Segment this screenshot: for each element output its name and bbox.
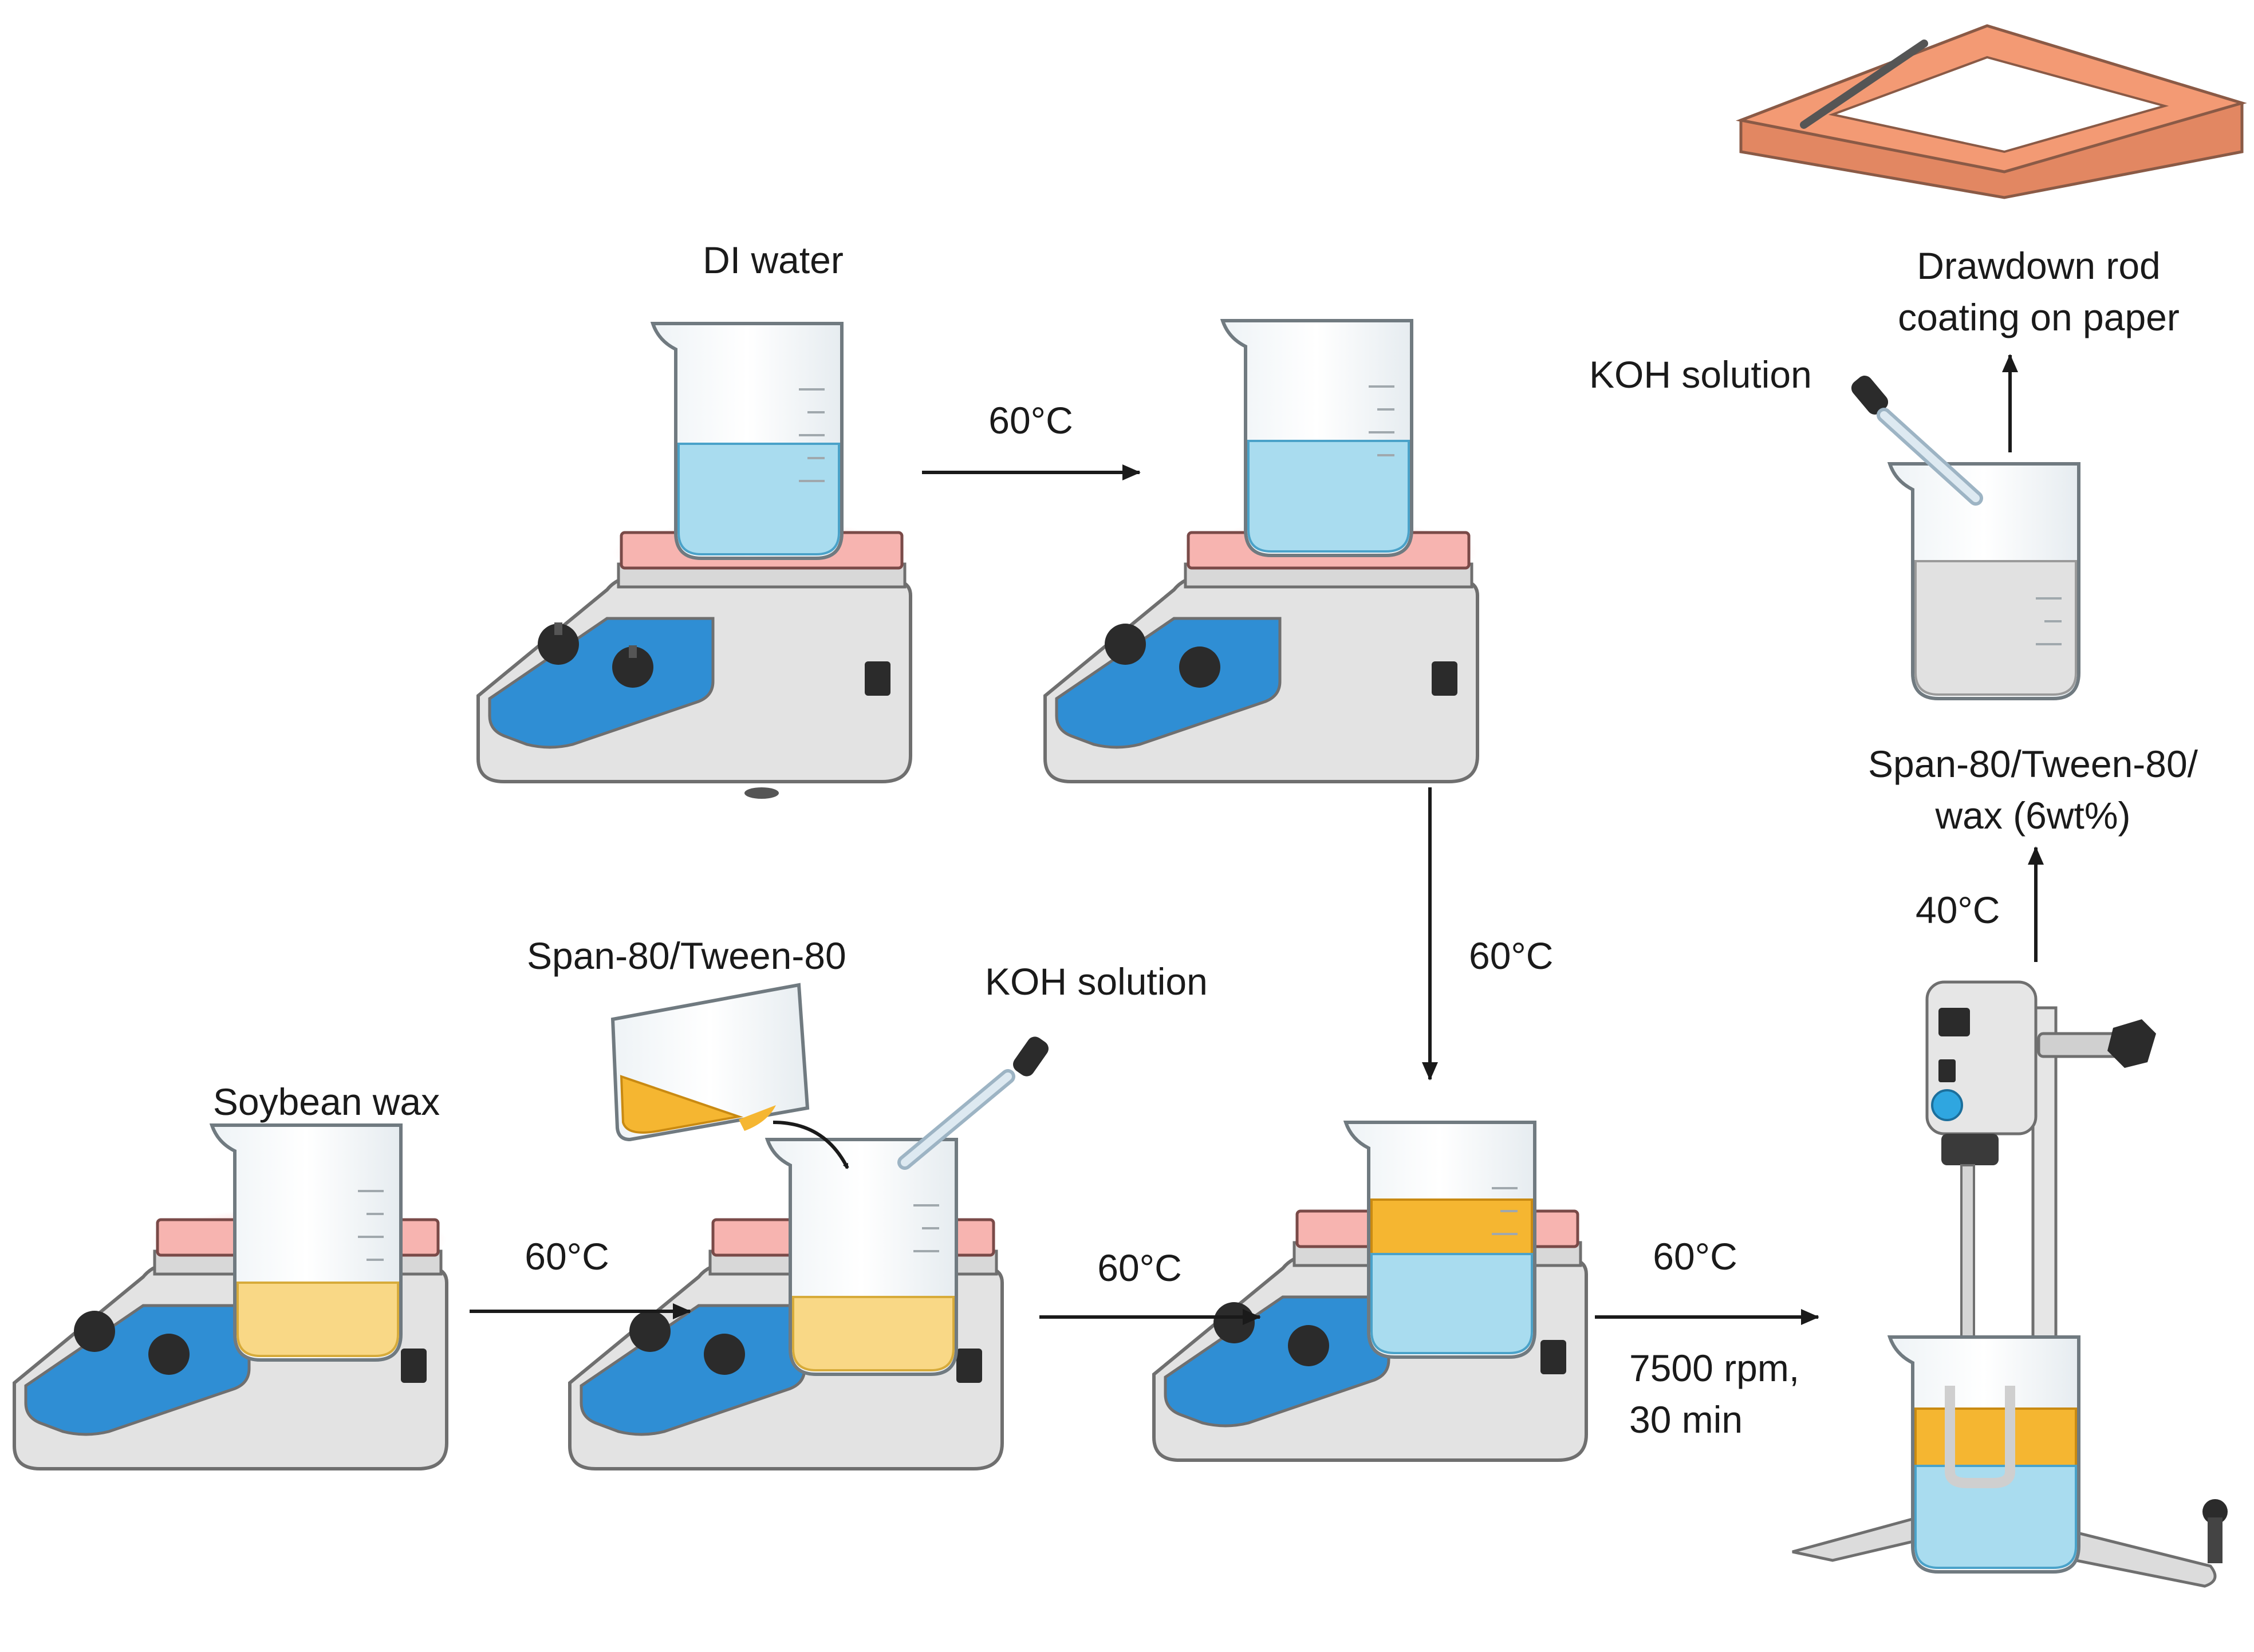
label-temp-arrow-1: 60°C — [988, 399, 1073, 441]
knob-icon — [1213, 1302, 1255, 1343]
power-switch-icon — [865, 661, 890, 696]
hotplate-1 — [476, 521, 912, 799]
label-koh-solution-top: KOH solution — [1589, 353, 1812, 396]
drawdown-rod — [1800, 40, 1928, 129]
knob-icon — [704, 1334, 745, 1375]
water-layer — [1370, 1253, 1533, 1354]
label-temp-arrow-up: 40°C — [1916, 889, 2000, 931]
speed-knob-icon — [1931, 1089, 1963, 1121]
pour-arrow — [773, 1121, 849, 1169]
label-soybean-wax: Soybean wax — [212, 1081, 440, 1123]
beaker-6 — [1887, 1335, 2080, 1574]
dropper-icon — [897, 1036, 1049, 1170]
hotplate-2 — [1043, 521, 1479, 783]
label-span-tween: Span-80/Tween-80 — [527, 935, 846, 977]
label-product-line2: wax (6wt%) — [1935, 794, 2131, 837]
knob-icon — [538, 622, 579, 665]
knob-icon — [1179, 646, 1220, 688]
label-product-line1: Span-80/Tween-80/ — [1867, 743, 2198, 785]
beaker-5 — [1343, 1121, 1536, 1359]
emulsion-liquid — [1914, 560, 2077, 696]
power-switch-icon — [956, 1349, 982, 1383]
control-panel — [488, 617, 715, 749]
power-switch-icon — [1432, 661, 1457, 696]
water-liquid — [677, 443, 840, 555]
label-temp-arrow-3: 60°C — [1097, 1247, 1182, 1289]
beaker-2 — [1220, 319, 1413, 557]
knob-icon — [74, 1311, 115, 1352]
surfactant-layer — [1370, 1198, 1533, 1255]
label-time: 30 min — [1629, 1398, 1743, 1441]
beaker-final — [1887, 462, 2080, 700]
drawdown-paper-frame — [1735, 24, 2247, 199]
label-drawdown-line2: coating on paper — [1898, 296, 2180, 338]
wax-liquid — [237, 1282, 399, 1357]
power-switch-icon — [1540, 1340, 1566, 1374]
power-switch-icon — [401, 1349, 427, 1383]
label-speed: 7500 rpm, — [1629, 1347, 1800, 1389]
dropper-icon — [1851, 376, 1983, 506]
paper-sheet — [1828, 56, 2169, 153]
label-di-water: DI water — [703, 239, 844, 281]
label-temp-arrow-4: 60°C — [1653, 1235, 1737, 1278]
knob-icon — [612, 645, 653, 688]
label-temp-arrow-down: 60°C — [1469, 935, 1554, 977]
knob-icon — [1288, 1325, 1329, 1366]
label-koh-solution-mid: KOH solution — [985, 960, 1208, 1003]
label-drawdown-line1: Drawdown rod — [1917, 245, 2161, 287]
knob-icon — [148, 1334, 190, 1375]
clamp-knob-icon — [2107, 1019, 2156, 1068]
beaker-4 — [765, 1138, 958, 1376]
knob-icon — [1105, 624, 1146, 665]
pouring-beaker — [610, 983, 810, 1142]
beaker-1 — [650, 322, 844, 560]
label-temp-arrow-2: 60°C — [525, 1235, 609, 1278]
knob-icon — [629, 1311, 671, 1352]
beaker-3 — [209, 1123, 403, 1362]
